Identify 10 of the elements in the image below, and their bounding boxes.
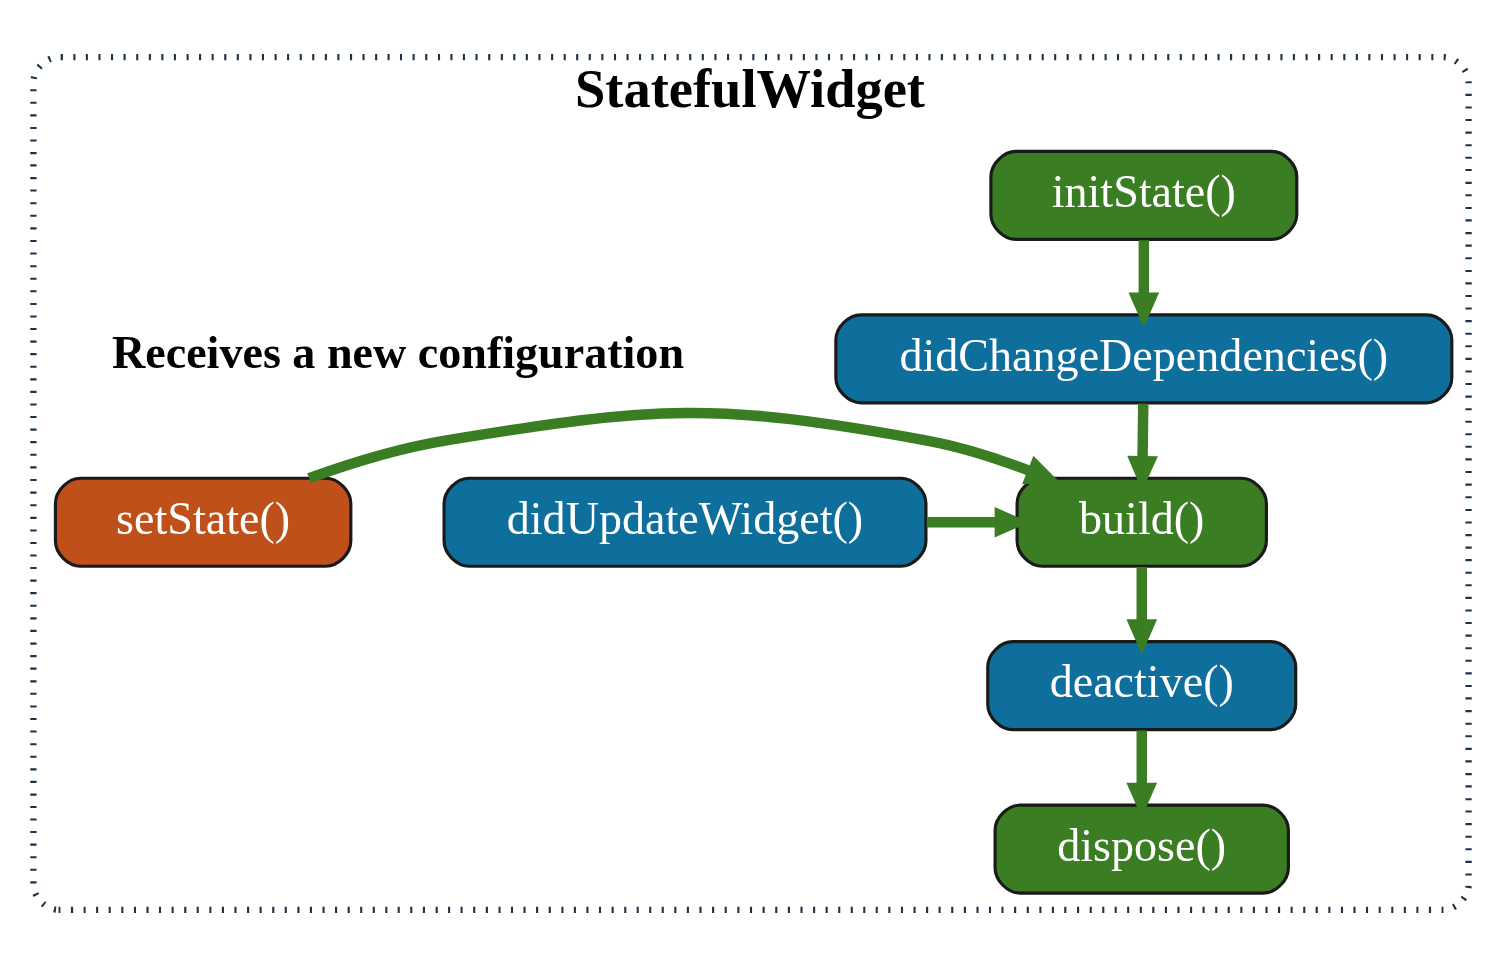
- node-box: setState(): [53, 476, 353, 568]
- node-box: dispose(): [993, 803, 1290, 895]
- arrow: [1128, 240, 1160, 328]
- node-box: didChangeDependencies(): [834, 313, 1454, 405]
- node-box: didUpdateWidget(): [442, 476, 928, 568]
- node-box: build(): [1015, 476, 1268, 568]
- arrow: [1126, 567, 1158, 655]
- node-box: deactive(): [986, 640, 1298, 732]
- node-box: initState(): [989, 149, 1299, 241]
- node-label: Receives a new configuration: [111, 327, 685, 379]
